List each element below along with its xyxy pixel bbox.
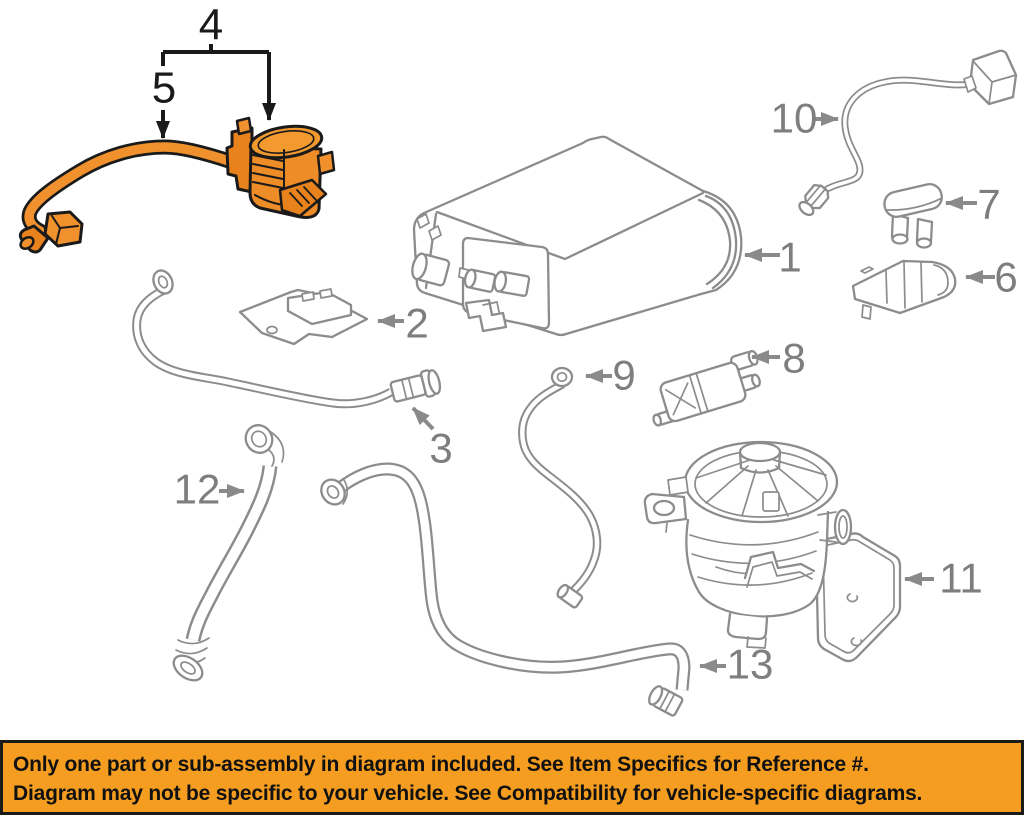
callout-2: 2 bbox=[377, 300, 429, 347]
callout-label-10: 10 bbox=[771, 95, 818, 142]
part-9-hose bbox=[518, 366, 602, 609]
disclaimer-banner: Only one part or sub-assembly in diagram… bbox=[0, 740, 1024, 815]
callout-9: 9 bbox=[585, 352, 636, 399]
callout-label-4: 4 bbox=[199, 1, 223, 50]
part-1-evap-canister bbox=[411, 135, 743, 337]
part-4-5-purge-valve-assembly bbox=[18, 116, 336, 254]
callout-label-9: 9 bbox=[612, 352, 635, 399]
callout-12: 12 bbox=[174, 466, 245, 513]
part-2-bracket bbox=[238, 288, 369, 346]
disclaimer-line-1: Only one part or sub-assembly in diagram… bbox=[13, 753, 869, 776]
part-11-air-pump bbox=[643, 440, 902, 663]
callout-4: 4 bbox=[161, 1, 276, 121]
callout-label-1: 1 bbox=[778, 234, 801, 281]
callout-label-11: 11 bbox=[939, 555, 983, 602]
part-10-wire bbox=[798, 49, 1018, 217]
callout-6: 6 bbox=[965, 254, 1018, 301]
callout-label-2: 2 bbox=[405, 300, 428, 347]
callout-label-6: 6 bbox=[994, 254, 1017, 301]
callout-arrow-3 bbox=[411, 406, 435, 431]
callout-label-8: 8 bbox=[782, 335, 805, 382]
callout-label-5: 5 bbox=[152, 64, 176, 113]
callout-3: 3 bbox=[411, 406, 453, 472]
part-12-hose bbox=[172, 424, 285, 682]
callout-label-3: 3 bbox=[429, 425, 452, 472]
callout-8: 8 bbox=[751, 335, 806, 382]
callout-label-7: 7 bbox=[977, 181, 1000, 228]
part-7-sensor bbox=[883, 183, 943, 249]
part-8-check-valve bbox=[652, 349, 761, 427]
callout-7: 7 bbox=[945, 181, 1001, 228]
part-6-module bbox=[851, 259, 957, 320]
callout-5: 5 bbox=[152, 64, 176, 139]
callout-label-13: 13 bbox=[727, 641, 774, 688]
callout-label-12: 12 bbox=[174, 466, 221, 513]
part-13-hose bbox=[320, 462, 691, 717]
callout-1: 1 bbox=[744, 234, 802, 281]
disclaimer-line-2: Diagram may not be specific to your vehi… bbox=[13, 782, 923, 805]
callout-11: 11 bbox=[904, 555, 983, 602]
callout-10: 10 bbox=[771, 95, 839, 142]
part-3-pipe bbox=[132, 269, 442, 409]
callout-13: 13 bbox=[699, 641, 774, 688]
